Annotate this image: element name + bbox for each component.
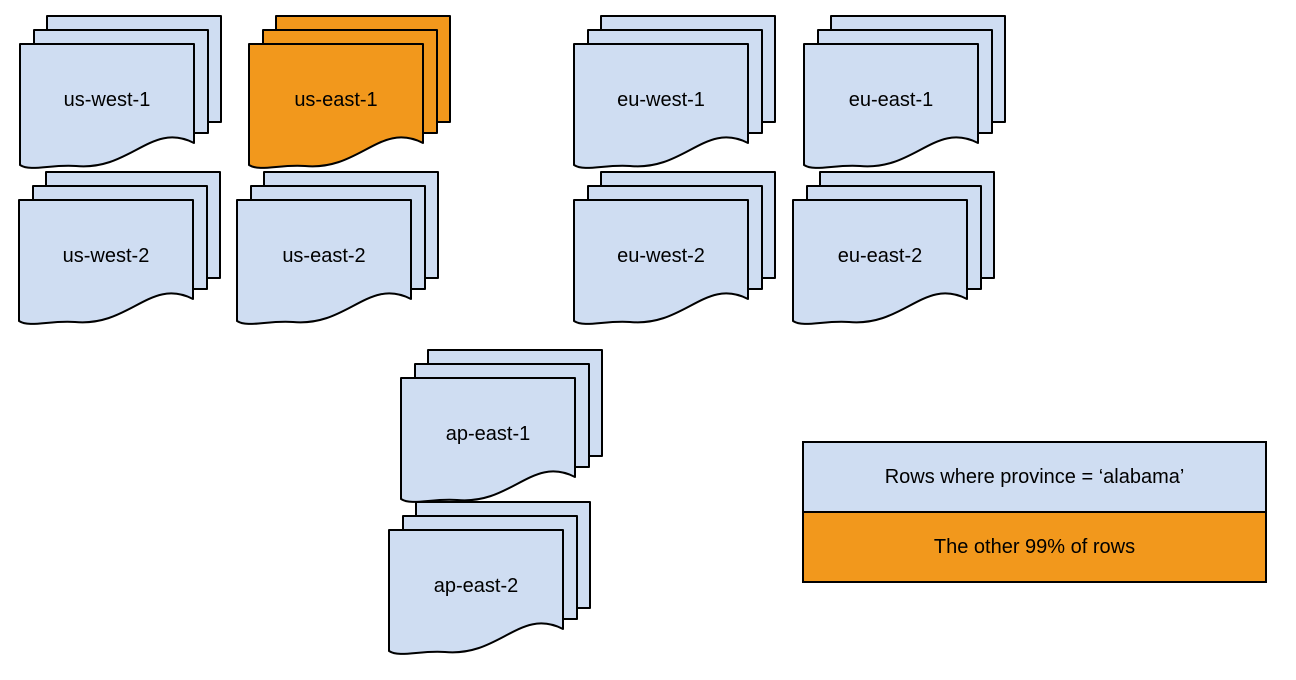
- document-stack-ap-east-1: ap-east-1: [400, 349, 604, 509]
- legend: Rows where province = ‘alabama’ The othe…: [802, 441, 1267, 583]
- document-stack-icon: eu-west-1: [573, 15, 776, 169]
- document-sheet-front: [19, 43, 195, 169]
- region-label: us-east-2: [282, 245, 365, 267]
- document-stack-ap-east-2: ap-east-2: [388, 501, 592, 661]
- document-stack-eu-east-1: eu-east-1: [803, 15, 1007, 175]
- document-stack-us-east-1: us-east-1: [248, 15, 452, 175]
- document-stack-icon: ap-east-2: [388, 501, 591, 655]
- document-stack-icon: eu-east-1: [803, 15, 1006, 169]
- legend-item-alabama-rows: Rows where province = ‘alabama’: [804, 443, 1265, 511]
- document-stack-eu-west-2: eu-west-2: [573, 171, 777, 331]
- region-label: us-east-1: [294, 89, 377, 111]
- region-label: eu-east-1: [849, 89, 934, 111]
- legend-item-label: Rows where province = ‘alabama’: [884, 465, 1185, 488]
- document-stack-eu-east-2: eu-east-2: [792, 171, 996, 331]
- document-sheet-front: [248, 43, 424, 169]
- legend-item-label: The other 99% of rows: [933, 535, 1136, 558]
- region-label: eu-west-1: [617, 89, 705, 111]
- region-label: ap-east-2: [434, 575, 519, 597]
- document-sheet-front: [18, 199, 194, 325]
- document-sheet-front: [388, 529, 564, 655]
- document-sheet-front: [400, 377, 576, 503]
- document-stack-us-east-2: us-east-2: [236, 171, 440, 331]
- document-stack-icon: us-east-1: [248, 15, 451, 169]
- document-sheet-front: [803, 43, 979, 169]
- region-label: us-west-1: [64, 89, 151, 111]
- legend-item-other-rows: The other 99% of rows: [804, 511, 1265, 581]
- document-stack-icon: us-west-1: [19, 15, 222, 169]
- region-label: us-west-2: [63, 245, 150, 267]
- document-stack-icon: eu-west-2: [573, 171, 776, 325]
- document-sheet-front: [792, 199, 968, 325]
- document-sheet-front: [236, 199, 412, 325]
- region-label: eu-west-2: [617, 245, 705, 267]
- document-stack-eu-west-1: eu-west-1: [573, 15, 777, 175]
- document-stack-icon: us-west-2: [18, 171, 221, 325]
- region-label: eu-east-2: [838, 245, 923, 267]
- document-stack-icon: eu-east-2: [792, 171, 995, 325]
- document-stack-icon: us-east-2: [236, 171, 439, 325]
- document-sheet-front: [573, 43, 749, 169]
- document-stack-icon: ap-east-1: [400, 349, 603, 503]
- document-stack-us-west-2: us-west-2: [18, 171, 222, 331]
- region-label: ap-east-1: [446, 423, 531, 445]
- document-stack-us-west-1: us-west-1: [19, 15, 223, 175]
- document-sheet-front: [573, 199, 749, 325]
